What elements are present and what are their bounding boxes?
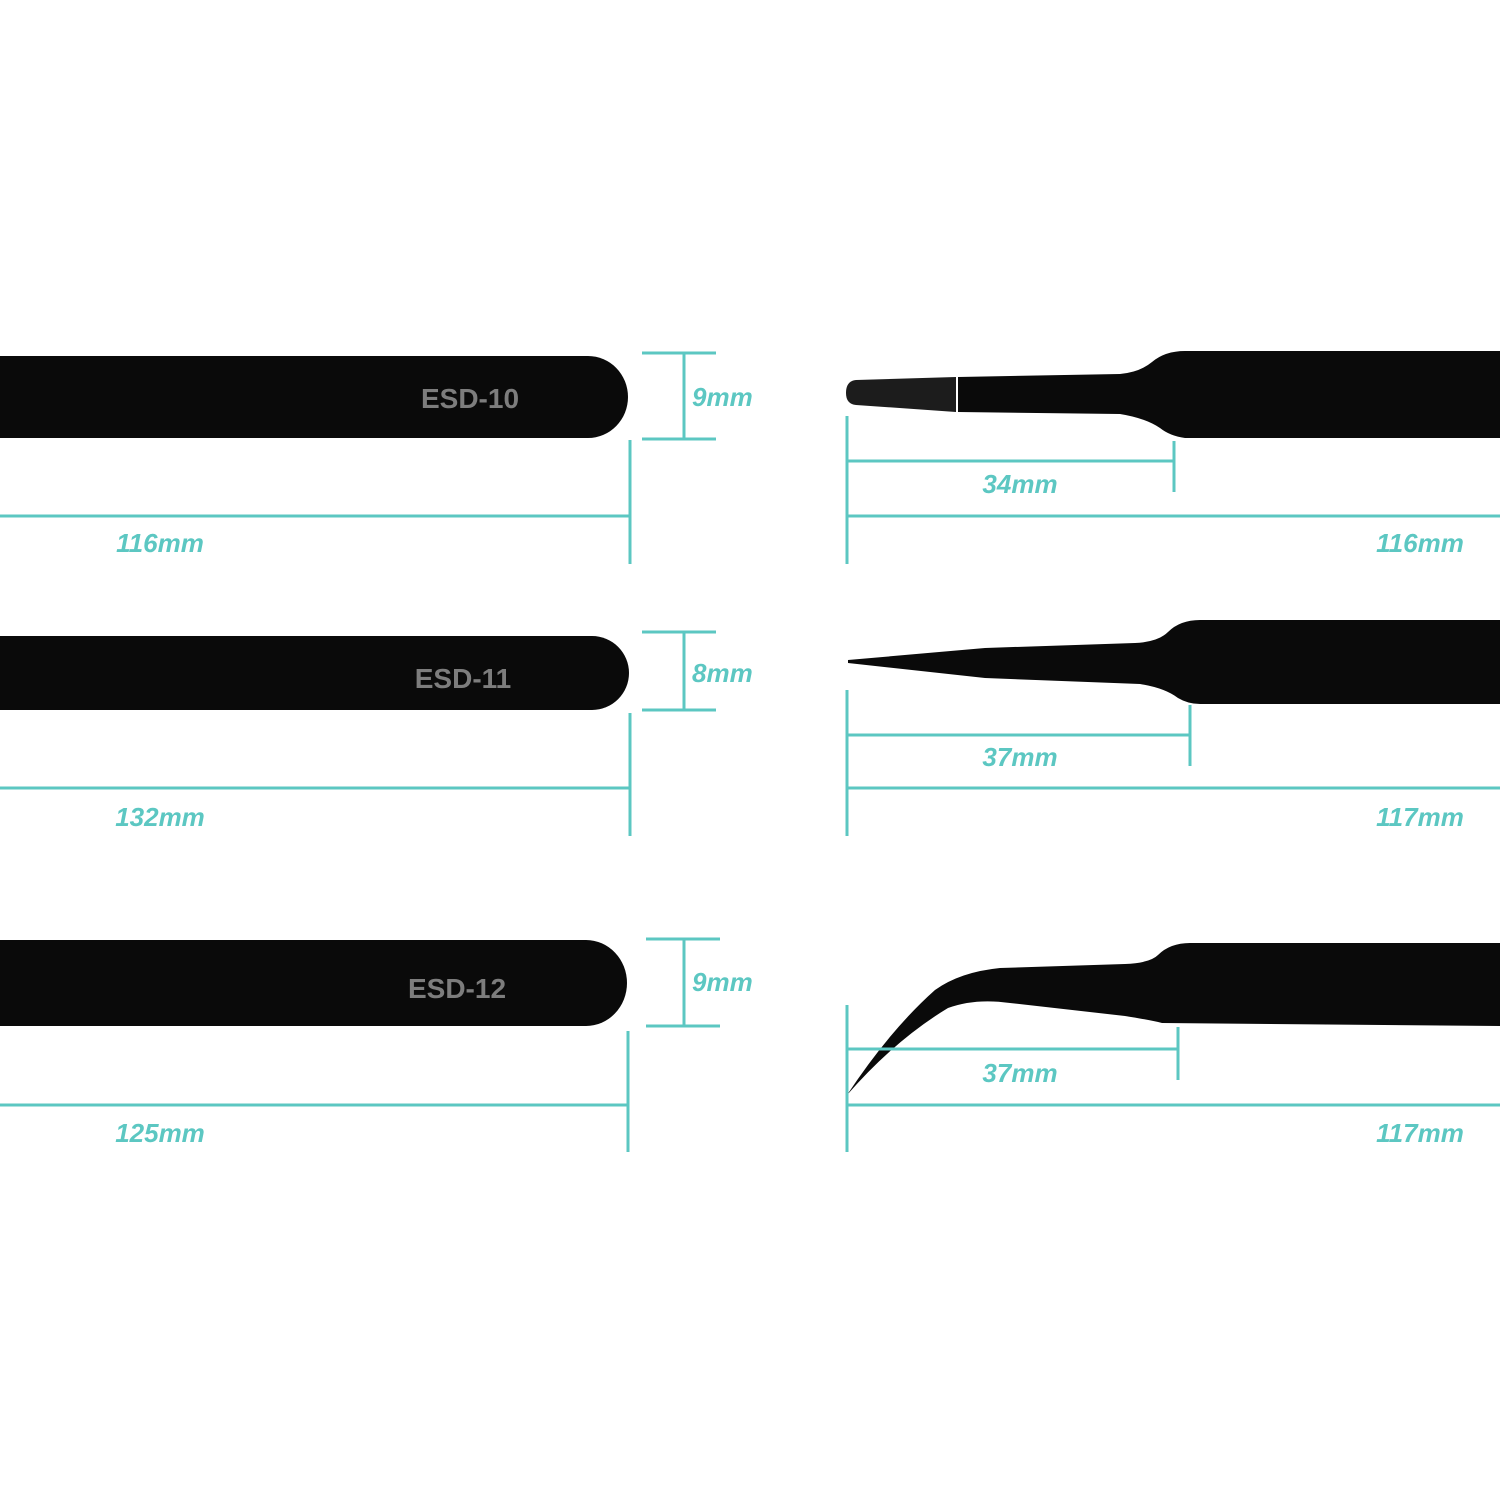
total-length-label-esd-10: 116mm xyxy=(1376,528,1464,558)
tip-dimension-esd-10 xyxy=(847,441,1176,492)
total-length-label-esd-11: 117mm xyxy=(1376,802,1464,832)
width-dimension-esd-10 xyxy=(642,351,716,441)
tip-dimension-esd-12 xyxy=(847,1027,1180,1080)
length-dimension-left-esd-12 xyxy=(0,1031,630,1152)
length-dimension-right-esd-12 xyxy=(845,1005,1500,1152)
handle-esd-10 xyxy=(0,356,628,438)
model-label-esd-11: ESD-11 xyxy=(415,663,512,694)
tip-esd-10 xyxy=(958,351,1500,438)
length-dimension-right-esd-11 xyxy=(845,690,1500,836)
tip-length-label-esd-11: 37mm xyxy=(982,742,1057,772)
row-esd-10: ESD-10 9mm 116mm 34mm 116mm xyxy=(0,351,1500,564)
handle-length-label-esd-10: 116mm xyxy=(116,528,204,558)
tip-esd-11 xyxy=(848,620,1500,704)
handle-length-label-esd-12: 125mm xyxy=(115,1118,205,1148)
width-label-esd-11: 8mm xyxy=(692,658,753,688)
model-label-esd-10: ESD-10 xyxy=(421,383,519,414)
width-label-esd-10: 9mm xyxy=(692,382,753,412)
total-length-label-esd-12: 117mm xyxy=(1376,1118,1464,1148)
model-label-esd-12: ESD-12 xyxy=(408,973,506,1004)
width-dimension-esd-11 xyxy=(642,630,716,712)
length-dimension-right-esd-10 xyxy=(845,416,1500,564)
tip-length-label-esd-12: 37mm xyxy=(982,1058,1057,1088)
handle-esd-11 xyxy=(0,636,629,710)
handle-length-label-esd-11: 132mm xyxy=(115,802,205,832)
handle-esd-12 xyxy=(0,940,627,1026)
width-label-esd-12: 9mm xyxy=(692,967,753,997)
tip-end-esd-10 xyxy=(846,377,956,412)
row-esd-12: ESD-12 9mm 125mm 37mm 117mm xyxy=(0,937,1500,1152)
row-esd-11: ESD-11 8mm 132mm 37mm 117mm xyxy=(0,620,1500,836)
length-dimension-left-esd-10 xyxy=(0,440,632,564)
tip-esd-12 xyxy=(847,943,1500,1095)
length-dimension-left-esd-11 xyxy=(0,713,632,836)
tip-length-label-esd-10: 34mm xyxy=(982,469,1057,499)
width-dimension-esd-12 xyxy=(646,937,720,1028)
tip-dimension-esd-11 xyxy=(847,705,1192,766)
